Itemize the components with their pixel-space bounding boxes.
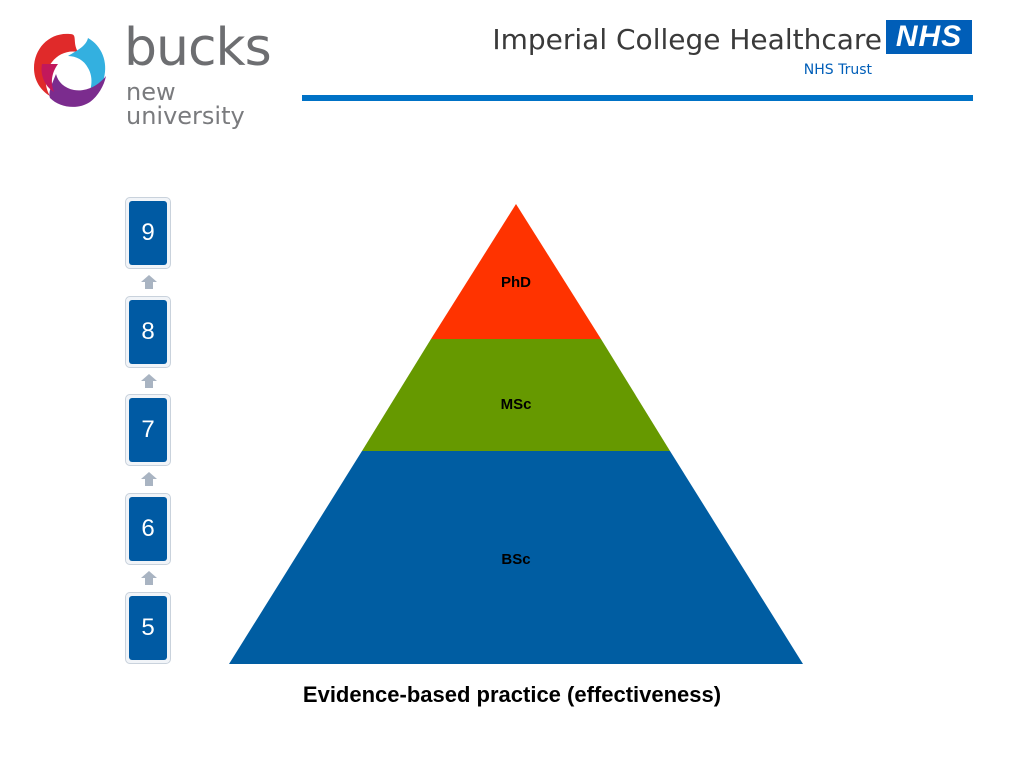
level-box: 8 [125,296,171,368]
level-box: 7 [125,394,171,466]
header-rule [302,95,973,101]
pyramid-tier-bsc [229,451,803,664]
tier-label-msc: MSc [500,396,532,413]
trust-name: Imperial College Healthcare [492,23,882,56]
bucks-subtitle: new university [126,78,245,130]
pyramid-tier-phd [431,204,601,339]
tier-label-phd: PhD [501,274,531,291]
bucks-swirl-icon [34,33,106,107]
up-arrow-icon [141,571,157,585]
level-box: 9 [125,197,171,269]
level-number: 7 [129,398,167,462]
pyramid-tier-msc [362,339,670,451]
up-arrow-icon [141,472,157,486]
up-arrow-icon [141,275,157,289]
trust-subtitle: NHS Trust [803,62,872,78]
bucks-logo: bucks new university [28,22,288,128]
level-number: 5 [129,596,167,660]
up-arrow-icon [141,374,157,388]
nhs-badge: NHS [886,20,972,54]
level-box: 6 [125,493,171,565]
tier-label-bsc: BSc [501,551,531,568]
level-number: 8 [129,300,167,364]
level-number: 9 [129,201,167,265]
bucks-wordmark: bucks [124,18,272,78]
diagram-caption: Evidence-based practice (effectiveness) [302,682,722,707]
level-box: 5 [125,592,171,664]
level-number: 6 [129,497,167,561]
